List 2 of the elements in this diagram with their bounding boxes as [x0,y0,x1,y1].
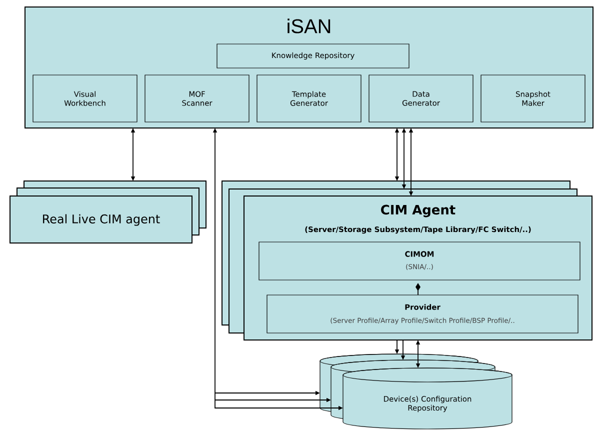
connector [416,283,420,296]
agent-stack: Real Live CIM agent [10,180,206,244]
